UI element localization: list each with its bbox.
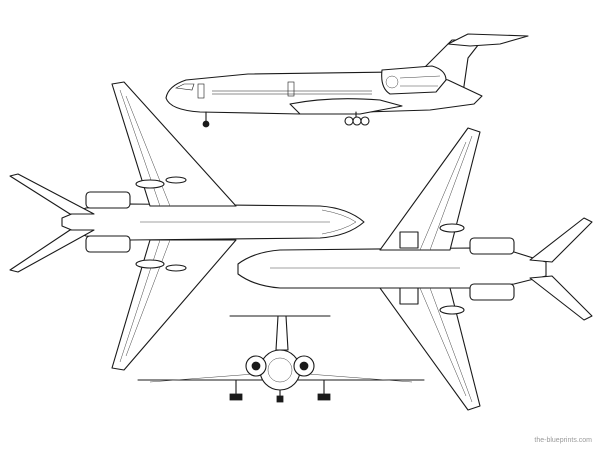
top-wing-lower — [111, 239, 237, 371]
bottom-wing-upper — [379, 127, 481, 251]
front-fin — [275, 315, 289, 351]
bottom-flap-fairing — [439, 305, 465, 315]
top-view — [9, 81, 365, 371]
front-fuselage — [259, 349, 301, 391]
top-horizontal-tail — [9, 229, 95, 273]
bottom-wing-lower — [379, 287, 481, 411]
side-door-rear — [287, 81, 295, 97]
front-nose-gear — [276, 389, 284, 403]
top-flap-fairing — [165, 176, 187, 184]
side-view — [165, 33, 529, 128]
top-flap-fairing — [165, 264, 187, 272]
bottom-gear-bay — [399, 287, 419, 305]
front-view — [137, 315, 425, 403]
watermark: the-blueprints.com — [534, 437, 592, 444]
side-main-gear — [344, 111, 370, 126]
top-engine-lower — [85, 235, 131, 253]
top-wing-upper — [111, 81, 237, 207]
top-flap-fairing — [135, 179, 165, 189]
side-horizontal-stabilizer — [447, 33, 529, 47]
side-door-front — [197, 83, 205, 99]
bottom-gear-bay — [399, 231, 419, 249]
bottom-view — [237, 127, 593, 411]
top-horizontal-tail — [9, 173, 95, 215]
side-engine-nacelle — [381, 65, 447, 95]
side-nose-gear — [202, 111, 210, 128]
front-main-gear — [229, 379, 331, 401]
bottom-horizontal-tail — [529, 275, 593, 321]
side-wing-fairing — [289, 98, 403, 115]
side-cockpit-window — [174, 83, 195, 91]
side-cabin-windows — [212, 90, 372, 95]
bottom-horizontal-tail — [529, 217, 593, 263]
bottom-engine-lower — [469, 283, 515, 301]
bottom-engine-upper — [469, 237, 515, 255]
bottom-flap-fairing — [439, 223, 465, 233]
side-engine-detail — [385, 75, 399, 89]
top-engine-upper — [85, 191, 131, 209]
top-flap-fairing — [135, 259, 165, 269]
